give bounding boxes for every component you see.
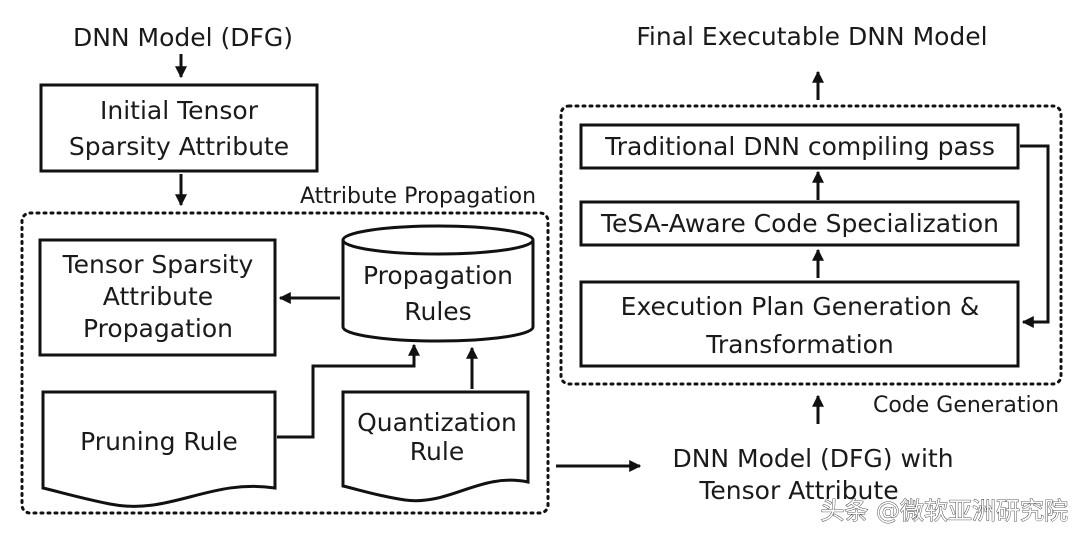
final-model-label: Final Executable DNN Model (636, 22, 987, 51)
execution-plan-box (579, 280, 1020, 368)
traditional-pass-box (579, 123, 1020, 170)
initial-attribute-line2: Sparsity Attribute (69, 132, 289, 161)
propagation-rules-cylinder (341, 224, 535, 343)
annotated-model-line2: Tensor Attribute (698, 476, 898, 505)
quantization-rule-line1: Quantization (357, 408, 517, 437)
execution-plan-line1: Execution Plan Generation & (621, 292, 980, 321)
code-specialization-label: TeSA-Aware Code Specialization (600, 209, 999, 238)
pruning-rule-shape (41, 390, 277, 508)
quantization-rule-line2: Rule (410, 437, 464, 466)
initial-attribute-box (39, 83, 319, 173)
propagation-rules-line2: Rules (404, 297, 471, 326)
attribute-propagation-group (20, 211, 550, 515)
arrow-pruning-to-rules (277, 343, 420, 439)
tsa-propagation-line1: Tensor Sparsity (62, 250, 254, 279)
traditional-pass-label: Traditional DNN compiling pass (604, 132, 995, 161)
code-specialization-box (579, 200, 1020, 247)
arrow-traditional-to-execution (1020, 144, 1050, 328)
pruning-rule-label: Pruning Rule (80, 427, 238, 456)
initial-attribute-line1: Initial Tensor (100, 96, 259, 125)
attribute-propagation-label: Attribute Propagation (300, 184, 536, 209)
code-generation-label: Code Generation (873, 393, 1059, 418)
quantization-rule-shape (341, 390, 530, 503)
propagation-rules-line1: Propagation (363, 261, 513, 290)
tsa-propagation-line3: Propagation (83, 314, 233, 343)
tsa-propagation-box (38, 238, 277, 357)
input-model-label: DNN Model (DFG) (73, 23, 293, 52)
execution-plan-line2: Transformation (705, 330, 894, 359)
watermark: 头条 @微软亚洲研究院 (820, 497, 1068, 525)
tsa-propagation-line2: Attribute (103, 282, 213, 311)
annotated-model-line1: DNN Model (DFG) with (672, 444, 953, 473)
